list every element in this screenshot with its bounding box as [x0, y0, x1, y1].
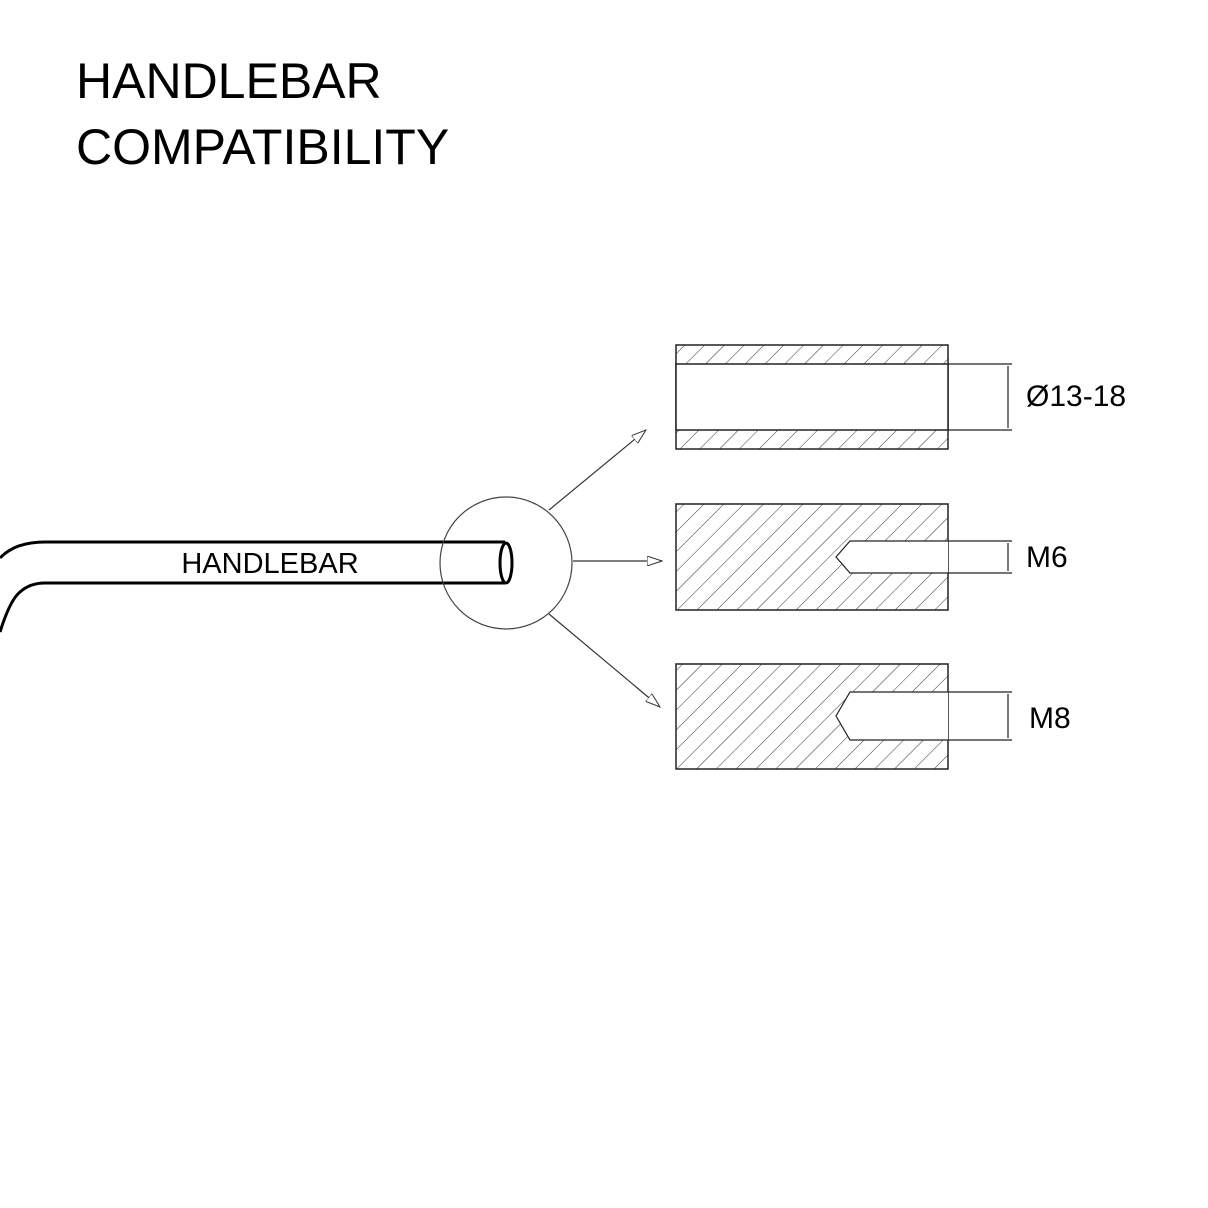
handlebar-tube: HANDLEBAR — [0, 540, 514, 633]
m6-thread-label: M6 — [1026, 541, 1068, 574]
title-line-2: COMPATIBILITY — [76, 119, 450, 175]
handlebar-label: HANDLEBAR — [181, 548, 358, 580]
detail-circle — [439, 496, 573, 630]
bore-diameter-label: Ø13-18 — [1026, 380, 1126, 413]
m8-thread-label: M8 — [1029, 702, 1071, 735]
bore-section: Ø13-18 — [675, 344, 1126, 450]
m6-section: M6 — [675, 503, 1068, 611]
page-title: HANDLEBAR COMPATIBILITY — [76, 48, 449, 180]
tube-end-ellipse — [498, 541, 514, 585]
arrow-to-bore — [548, 430, 646, 511]
arrow-to-m8 — [548, 613, 660, 707]
title-line-1: HANDLEBAR — [76, 53, 382, 109]
m8-section: M8 — [675, 663, 1071, 770]
